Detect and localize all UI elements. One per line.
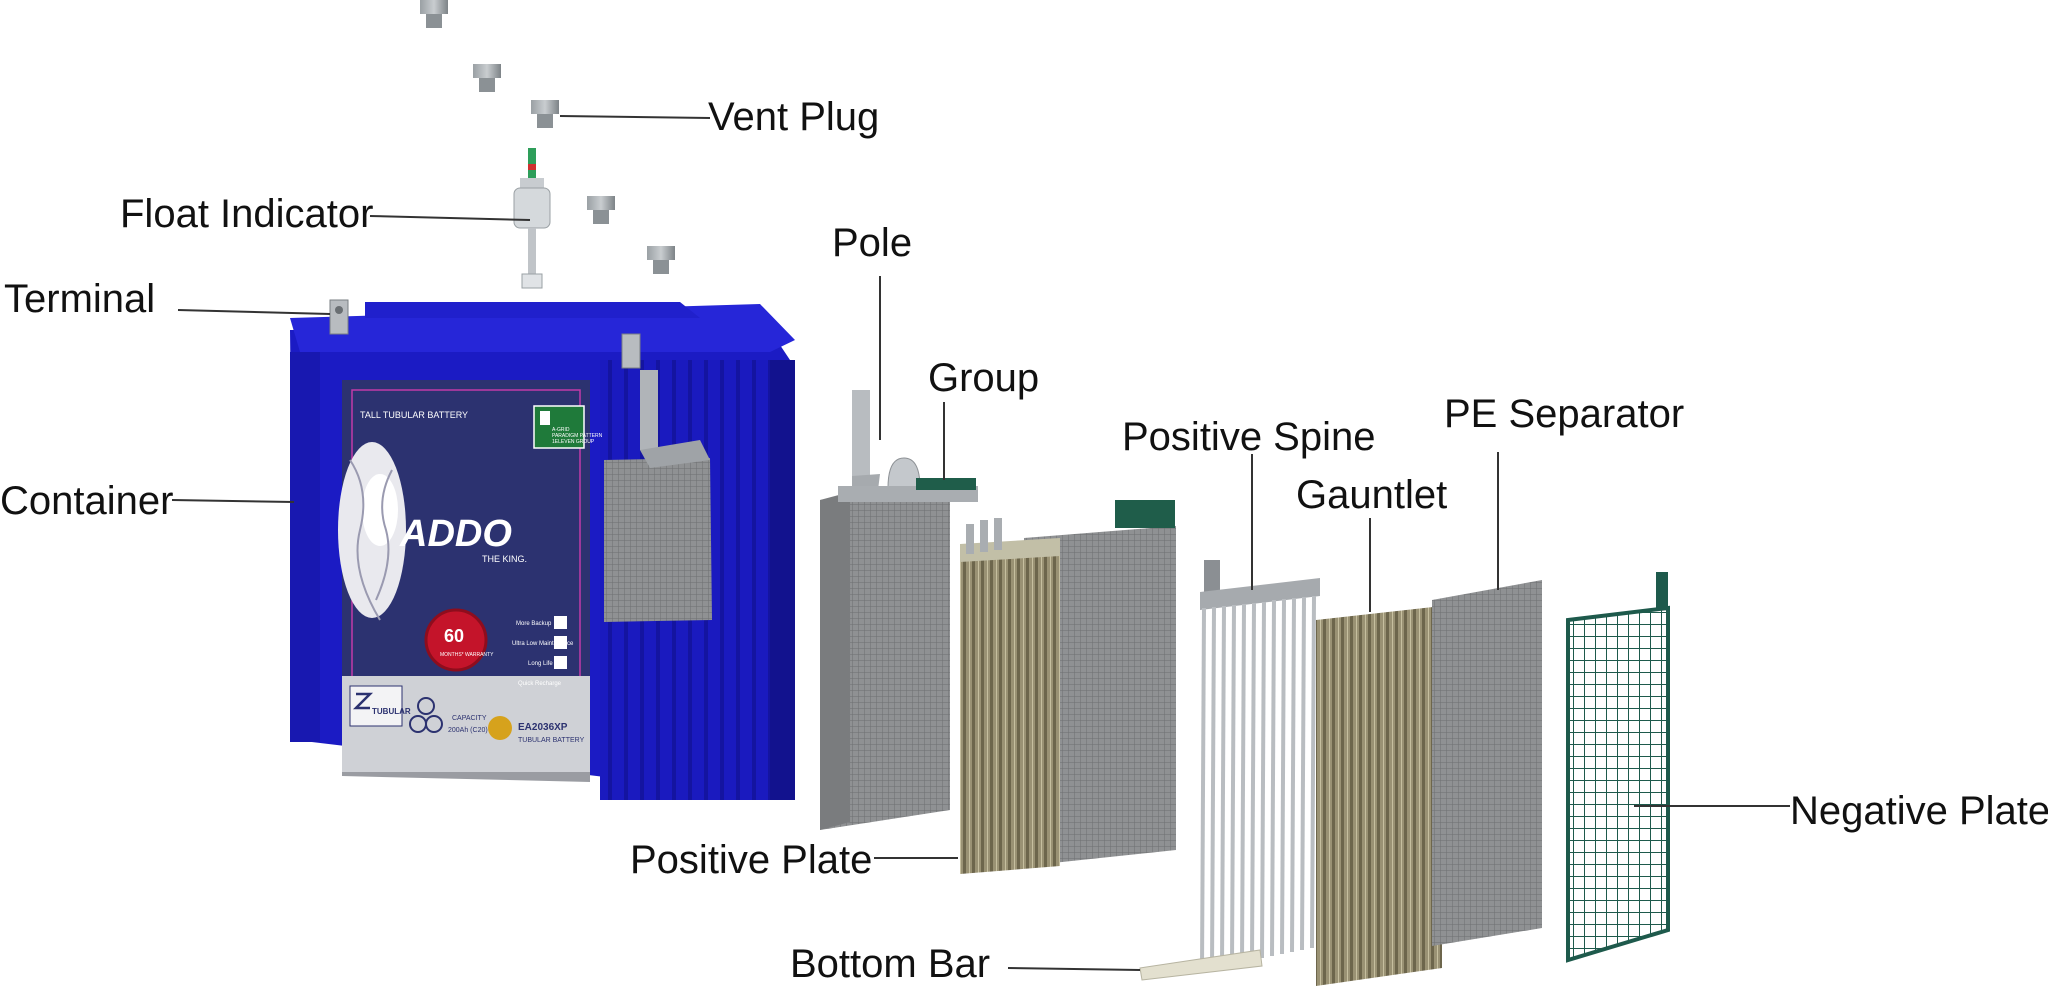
brand-text: ADDO	[399, 513, 512, 555]
capacity-label-text: CAPACITY	[452, 715, 487, 722]
label-positive-plate: Positive Plate	[630, 838, 873, 882]
positive-plate	[960, 518, 1060, 874]
plate-group	[820, 390, 1176, 866]
bottom-bar-part	[1139, 949, 1263, 981]
leader-terminal	[177, 309, 331, 315]
leader-vent-plug	[559, 115, 711, 119]
leader-lines	[171, 115, 1790, 971]
label-pole: Pole	[832, 221, 913, 265]
label-vent-plug: Vent Plug	[708, 95, 880, 139]
feature-text-2: Long Life	[528, 661, 553, 667]
warranty-number-text: 60	[444, 626, 464, 646]
pe-separator	[1432, 580, 1542, 946]
battery-type-text: TALL TUBULAR BATTERY	[360, 410, 468, 420]
positive-spine	[1139, 560, 1320, 981]
tagline-text: THE KING.	[482, 554, 527, 564]
badge-line-3: 1ELEVEN GROUP	[552, 439, 595, 445]
lion-logo-icon	[338, 442, 406, 621]
label-pe-separator: PE Separator	[1444, 392, 1685, 436]
capacity-value-text: 200Ah (C20)	[448, 727, 488, 734]
gauntlet	[1316, 606, 1442, 986]
model-text: EA2036XP	[518, 722, 568, 733]
label-container: Container	[0, 479, 174, 523]
feature-text-1: Ultra Low Maintenance	[512, 641, 574, 647]
label-positive-spine: Positive Spine	[1122, 415, 1376, 459]
battery-label	[338, 380, 590, 782]
leader-float-indicator	[369, 215, 531, 221]
feature-text-3: Quick Recharge	[518, 681, 562, 687]
warranty-seal-icon	[424, 608, 488, 672]
vent-plugs	[420, 0, 675, 274]
vent-plug	[647, 246, 675, 274]
label-negative-plate: Negative Plate	[1790, 789, 2048, 833]
model-sub-text: TUBULAR BATTERY	[518, 737, 585, 744]
float-indicator	[513, 148, 551, 289]
label-bottom-bar: Bottom Bar	[790, 942, 991, 986]
feature-text-0: More Backup	[516, 621, 552, 627]
negative-plate	[1566, 572, 1670, 963]
vent-plug	[587, 196, 615, 224]
vent-plug	[531, 100, 559, 128]
vent-plug	[420, 0, 448, 28]
warranty-text: MONTHS* WARRANTY	[440, 652, 494, 658]
label-float-indicator: Float Indicator	[120, 192, 374, 236]
label-terminal: Terminal	[4, 277, 156, 321]
leader-bottom-bar	[1007, 967, 1141, 971]
vent-plug	[473, 64, 501, 92]
badge-line-1: A-GRID	[552, 427, 570, 433]
label-gauntlet: Gauntlet	[1296, 473, 1448, 517]
badge-line-2: PARADIGM PATTERN	[552, 433, 603, 439]
tubular-text: TUBULAR	[372, 707, 411, 716]
leader-container	[171, 499, 295, 503]
label-group: Group	[928, 356, 1040, 400]
